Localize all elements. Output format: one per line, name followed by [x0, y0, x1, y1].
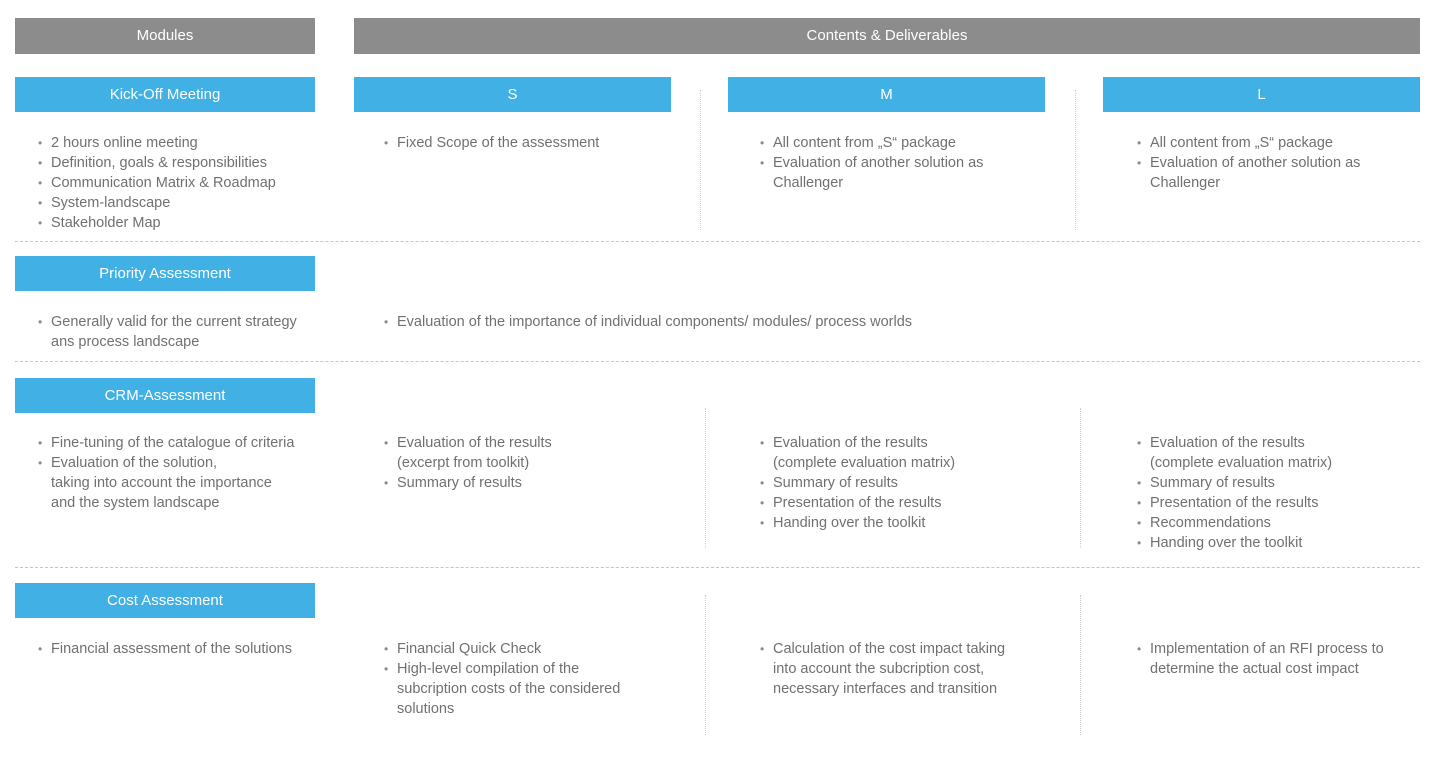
- list-item: Calculation of the cost impact taking: [760, 639, 1005, 659]
- column-divider: [1080, 408, 1081, 548]
- column-divider: [705, 595, 706, 735]
- module-priority-assessment: Priority Assessment: [15, 256, 315, 291]
- list-item: Challenger: [1137, 173, 1360, 193]
- list-item: (excerpt from toolkit): [384, 453, 552, 473]
- list-item: Evaluation of another solution as: [760, 153, 983, 173]
- contents-deliverables-header: Contents & Deliverables: [354, 18, 1420, 54]
- list-item: Handing over the toolkit: [1137, 533, 1332, 553]
- cost-items: Financial assessment of the solutions: [38, 639, 292, 659]
- continuation-text: determine the actual cost impact: [1150, 661, 1359, 677]
- list-item: Financial assessment of the solutions: [38, 639, 292, 659]
- list-item: System-landscape: [38, 193, 276, 213]
- list-item: Generally valid for the current strategy: [38, 312, 297, 332]
- package-m-header: M: [728, 77, 1045, 112]
- list-item: Evaluation of the results: [760, 433, 955, 453]
- row-divider: [15, 361, 1420, 362]
- row-divider: [15, 567, 1420, 568]
- cost-s-items: Financial Quick Check High-level compila…: [384, 639, 620, 719]
- list-item: Challenger: [760, 173, 983, 193]
- continuation-text: and the system landscape: [51, 495, 220, 511]
- list-item: solutions: [384, 699, 620, 719]
- crm-items: Fine-tuning of the catalogue of criteria…: [38, 433, 294, 513]
- list-item: Presentation of the results: [760, 493, 955, 513]
- list-item: High-level compilation of the: [384, 659, 620, 679]
- column-divider: [705, 408, 706, 548]
- module-kickoff-meeting: Kick-Off Meeting: [15, 77, 315, 112]
- list-item: Summary of results: [384, 473, 552, 493]
- list-item: (complete evaluation matrix): [1137, 453, 1332, 473]
- column-divider: [700, 90, 701, 230]
- list-item: into account the subcription cost,: [760, 659, 1005, 679]
- continuation-text: Challenger: [773, 175, 844, 191]
- continuation-text: (complete evaluation matrix): [1150, 455, 1333, 471]
- list-item: Financial Quick Check: [384, 639, 620, 659]
- crm-s-items: Evaluation of the results (excerpt from …: [384, 433, 552, 493]
- list-item: Presentation of the results: [1137, 493, 1332, 513]
- column-divider: [1080, 595, 1081, 735]
- list-item: (complete evaluation matrix): [760, 453, 955, 473]
- list-item: and the system landscape: [38, 493, 294, 513]
- kickoff-s-items: Fixed Scope of the assessment: [384, 133, 599, 153]
- list-item: All content from „S“ package: [760, 133, 983, 153]
- package-s-header: S: [354, 77, 671, 112]
- list-item: Fine-tuning of the catalogue of criteria: [38, 433, 294, 453]
- continuation-text: ans process landscape: [51, 334, 200, 350]
- cost-m-items: Calculation of the cost impact taking in…: [760, 639, 1005, 699]
- list-item: Evaluation of the results: [384, 433, 552, 453]
- list-item: determine the actual cost impact: [1137, 659, 1384, 679]
- continuation-text: Challenger: [1150, 175, 1221, 191]
- continuation-text: taking into account the importance: [51, 475, 272, 491]
- kickoff-l-items: All content from „S“ package Evaluation …: [1137, 133, 1360, 193]
- crm-m-items: Evaluation of the results (complete eval…: [760, 433, 955, 533]
- continuation-text: subcription costs of the considered: [397, 681, 621, 697]
- module-crm-assessment: CRM-Assessment: [15, 378, 315, 413]
- list-item: taking into account the importance: [38, 473, 294, 493]
- list-item: Evaluation of the solution,: [38, 453, 294, 473]
- package-l-header: L: [1103, 77, 1420, 112]
- kickoff-items: 2 hours online meeting Definition, goals…: [38, 133, 276, 233]
- continuation-text: (excerpt from toolkit): [397, 455, 530, 471]
- list-item: Stakeholder Map: [38, 213, 276, 233]
- list-item: Evaluation of another solution as: [1137, 153, 1360, 173]
- list-item: Recommendations: [1137, 513, 1332, 533]
- list-item: All content from „S“ package: [1137, 133, 1360, 153]
- priority-all-items: Evaluation of the importance of individu…: [384, 312, 912, 332]
- list-item: Implementation of an RFI process to: [1137, 639, 1384, 659]
- crm-l-items: Evaluation of the results (complete eval…: [1137, 433, 1332, 553]
- kickoff-m-items: All content from „S“ package Evaluation …: [760, 133, 983, 193]
- list-item: Evaluation of the results: [1137, 433, 1332, 453]
- cost-l-items: Implementation of an RFI process to dete…: [1137, 639, 1384, 679]
- list-item: Communication Matrix & Roadmap: [38, 173, 276, 193]
- continuation-text: solutions: [397, 701, 455, 717]
- module-cost-assessment: Cost Assessment: [15, 583, 315, 618]
- list-item: Fixed Scope of the assessment: [384, 133, 599, 153]
- list-item: necessary interfaces and transition: [760, 679, 1005, 699]
- list-item: subcription costs of the considered: [384, 679, 620, 699]
- continuation-text: necessary interfaces and transition: [773, 681, 998, 697]
- list-item: Handing over the toolkit: [760, 513, 955, 533]
- column-divider: [1075, 90, 1076, 230]
- continuation-text: (complete evaluation matrix): [773, 455, 956, 471]
- modules-header: Modules: [15, 18, 315, 54]
- list-item: 2 hours online meeting: [38, 133, 276, 153]
- row-divider: [15, 241, 1420, 242]
- continuation-text: into account the subcription cost,: [773, 661, 985, 677]
- list-item: Summary of results: [1137, 473, 1332, 493]
- list-item: ans process landscape: [38, 332, 297, 352]
- list-item: Definition, goals & responsibilities: [38, 153, 276, 173]
- list-item: Evaluation of the importance of individu…: [384, 312, 912, 332]
- priority-items: Generally valid for the current strategy…: [38, 312, 297, 352]
- list-item: Summary of results: [760, 473, 955, 493]
